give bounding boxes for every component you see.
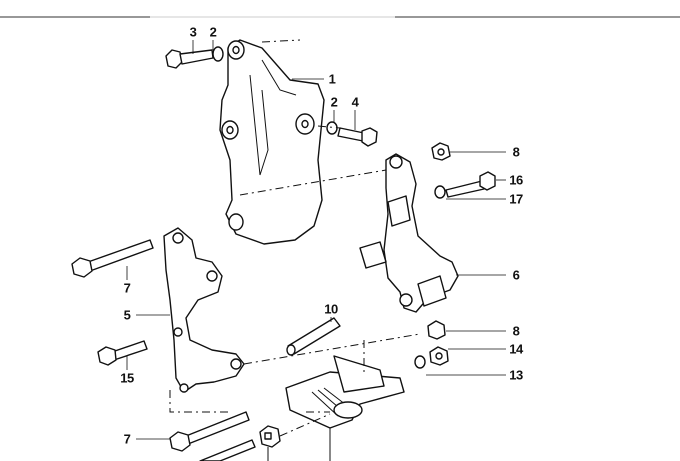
part-4-bolt <box>337 127 378 147</box>
part-14-nut <box>429 346 449 366</box>
callout-8-lower: 8 <box>512 323 520 339</box>
centerline <box>261 39 301 43</box>
callout-7-lower: 7 <box>123 431 131 447</box>
part-7-bolt-upper <box>71 239 154 278</box>
part-6-bracket <box>359 153 459 313</box>
part-7-bolt-lower <box>169 411 250 452</box>
part-2-washer <box>212 46 224 62</box>
part-5-plate <box>163 227 245 393</box>
callout-16: 16 <box>509 172 523 188</box>
part-17-washer <box>434 185 446 199</box>
centerline <box>243 333 421 365</box>
centerline <box>317 125 341 129</box>
callout-4: 4 <box>351 94 359 110</box>
part-13-washer <box>414 355 426 369</box>
part-10-sleeve-end <box>286 344 296 356</box>
callout-3: 3 <box>189 24 197 40</box>
callout-8: 8 <box>512 144 520 160</box>
callout-17: 17 <box>509 191 523 207</box>
callout-2: 2 <box>209 24 217 40</box>
callout-1: 1 <box>328 71 336 87</box>
leader-lines <box>126 40 506 440</box>
callout-6: 6 <box>512 267 520 283</box>
part-16-bolt <box>445 171 496 198</box>
nut-lower <box>259 425 281 448</box>
part-1-bracket <box>219 39 325 245</box>
part-3-bolt <box>165 49 214 69</box>
callout-10: 10 <box>324 301 338 317</box>
callout-5: 5 <box>123 307 131 323</box>
tensioner-bracket <box>285 355 405 461</box>
callout-7: 7 <box>123 280 131 296</box>
part-8-nut-lower <box>427 320 446 340</box>
centerline <box>169 390 330 413</box>
callout-14: 14 <box>509 341 523 357</box>
callout-15: 15 <box>120 370 134 386</box>
part-15-bolt <box>97 340 148 366</box>
part-2-washer-right <box>326 121 338 135</box>
callout-13: 13 <box>509 367 523 383</box>
part-10-sleeve <box>287 317 341 355</box>
stud-bolt <box>199 439 256 461</box>
callout-2-right: 2 <box>330 94 338 110</box>
centerline <box>239 169 387 196</box>
part-8-nut <box>431 142 451 161</box>
